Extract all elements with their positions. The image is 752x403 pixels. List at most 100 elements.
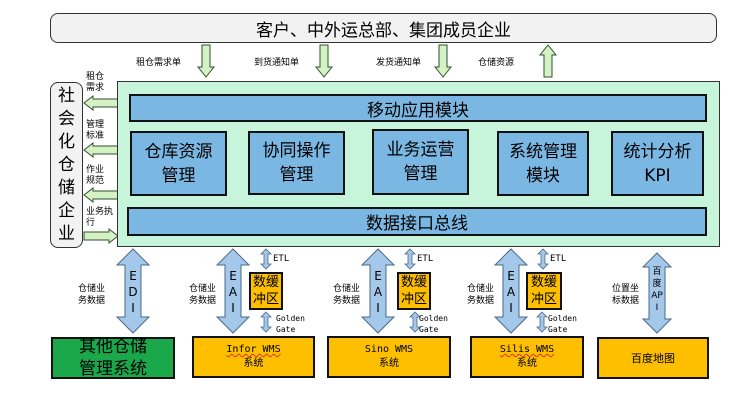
- label-line: 作业: [86, 165, 105, 175]
- goldengate-label: Golden Gate: [419, 313, 448, 335]
- arrow-letter: I: [231, 301, 235, 315]
- label-line: 位置坐: [612, 284, 640, 294]
- buffer-label: 数缓: [252, 275, 279, 290]
- eai-double-arrow-icon: [493, 248, 529, 334]
- label-line: 仓储业: [333, 284, 361, 294]
- system-label: 系统: [243, 358, 264, 369]
- label-line: Gate: [548, 325, 568, 334]
- module-label: 协同操作: [262, 141, 331, 161]
- module-label: 系统管理: [509, 141, 577, 162]
- system-label: 百度地图: [631, 352, 675, 365]
- edi-arrow-label: E D I: [126, 268, 140, 316]
- buffer-label: 冲区: [400, 292, 427, 307]
- down-arrow-icon: [196, 44, 216, 78]
- social-storage-enterprise: 社 会 化 仓 储 企 业: [50, 82, 83, 248]
- baidu-map-system: 百度地图: [597, 337, 709, 379]
- label-line: Golden: [276, 314, 305, 323]
- arrow-letter: A: [228, 285, 238, 299]
- label-line: 务数据: [333, 296, 361, 306]
- module-label: 统计分析: [623, 141, 692, 162]
- module-label: KPI: [644, 165, 671, 186]
- sino-wms-system: Sino WMS 系统: [327, 336, 451, 378]
- etl-label: ETL: [417, 254, 434, 264]
- module-collaborative-ops: 协同操作 管理: [248, 131, 345, 195]
- flow-label-shipping-notice: 发货通知单: [376, 58, 422, 68]
- arrow-letter: 度: [652, 279, 662, 289]
- arrow-letter: I: [509, 301, 513, 315]
- arrow-letter: E: [374, 269, 382, 283]
- label-line: 管理: [86, 120, 105, 130]
- flow-label-storage-resource: 仓储资源: [478, 58, 515, 68]
- label-line: 需求: [86, 83, 105, 93]
- eai-arrow-label: E A I: [371, 268, 385, 316]
- down-arrow-icon: [314, 44, 334, 78]
- system-label: 系统: [379, 358, 399, 369]
- up-arrow-icon: [538, 44, 558, 78]
- side-flow-label-execution: 业务执 行: [86, 207, 113, 229]
- silis-data-label: 仓储业 务数据: [467, 283, 494, 307]
- label-line: 规范: [86, 176, 105, 186]
- buffer-label: 冲区: [530, 292, 557, 307]
- goldengate-double-arrow-icon: [536, 311, 548, 333]
- system-label: Infor WMS: [226, 344, 281, 355]
- module-label: 管理: [279, 165, 314, 185]
- side-char: 储: [58, 177, 75, 198]
- label-line: 务数据: [467, 296, 495, 306]
- flow-label-arrival-notice: 到货通知单: [254, 58, 300, 68]
- module-system-management: 系统管理 模块: [497, 131, 589, 196]
- label-line: 务数据: [78, 296, 106, 306]
- etl-label: ETL: [550, 254, 567, 264]
- top-entity-label: 客户、中外运总部、集团成员企业: [256, 20, 511, 41]
- mobile-app-module-label: 移动应用模块: [367, 100, 469, 121]
- baidu-api-arrow-label: 百 度 AP I: [649, 266, 665, 314]
- label-line: Gate: [276, 325, 296, 334]
- left-arrow-icon: [83, 94, 119, 112]
- buffer-label: 冲区: [252, 292, 279, 307]
- arrow-letter: D: [128, 285, 138, 299]
- top-entity-bar: 客户、中外运总部、集团成员企业: [50, 13, 717, 43]
- label-line: 务数据: [189, 296, 217, 306]
- mobile-app-module: 移动应用模块: [129, 94, 707, 122]
- arrow-letter: A: [506, 285, 516, 299]
- label-line: Gate: [419, 325, 439, 334]
- arrow-letter: I: [655, 303, 659, 313]
- module-warehouse-resource: 仓库资源 管理: [130, 131, 227, 196]
- arrow-letter: AP: [651, 291, 663, 301]
- goldengate-label: Golden Gate: [276, 313, 305, 335]
- data-interface-bus: 数据接口总线: [127, 207, 707, 236]
- sino-data-label: 仓储业 务数据: [333, 283, 360, 307]
- data-buffer-box: 数缓 冲区: [249, 272, 283, 310]
- system-label: 其他仓储: [79, 337, 147, 357]
- data-buffer-box: 数缓 冲区: [397, 272, 431, 310]
- label-line: 业务执: [86, 207, 114, 217]
- label-line: Golden: [548, 314, 577, 323]
- module-statistics-kpi: 统计分析 KPI: [611, 131, 704, 196]
- module-business-operations: 业务运营 管理: [372, 129, 469, 195]
- label-line: 标准: [86, 131, 105, 141]
- side-char: 会: [58, 108, 75, 129]
- etl-double-arrow-icon: [404, 248, 416, 270]
- label-line: 标数据: [612, 296, 640, 306]
- baidu-data-label: 位置坐 标数据: [612, 283, 639, 307]
- infor-wms-system: Infor WMS 系统: [192, 336, 315, 378]
- system-label: 系统: [517, 358, 537, 369]
- module-label: 模块: [526, 165, 560, 186]
- edi-double-arrow-icon: [115, 248, 151, 334]
- eai-arrow-label: E A I: [226, 268, 240, 316]
- label-line: 仓储业: [189, 284, 217, 294]
- arrow-letter: I: [131, 301, 135, 315]
- side-char: 企: [58, 200, 75, 221]
- left-arrow-icon: [83, 186, 119, 204]
- infor-data-label: 仓储业 务数据: [189, 283, 216, 307]
- side-flow-label-norms: 作业 规范: [86, 165, 104, 187]
- right-arrow-icon: [83, 227, 119, 245]
- flow-label-rent-request: 租仓需求单: [136, 58, 182, 68]
- baidu-api-double-arrow-icon: [641, 252, 673, 334]
- etl-double-arrow-icon: [260, 248, 272, 270]
- module-label: 管理: [161, 165, 196, 186]
- data-interface-bus-label: 数据接口总线: [366, 214, 468, 234]
- arrow-letter: E: [229, 269, 237, 283]
- module-label: 仓库资源: [144, 141, 213, 162]
- eai-double-arrow-icon: [215, 248, 251, 334]
- edi-data-label: 仓储业 务数据: [78, 283, 105, 307]
